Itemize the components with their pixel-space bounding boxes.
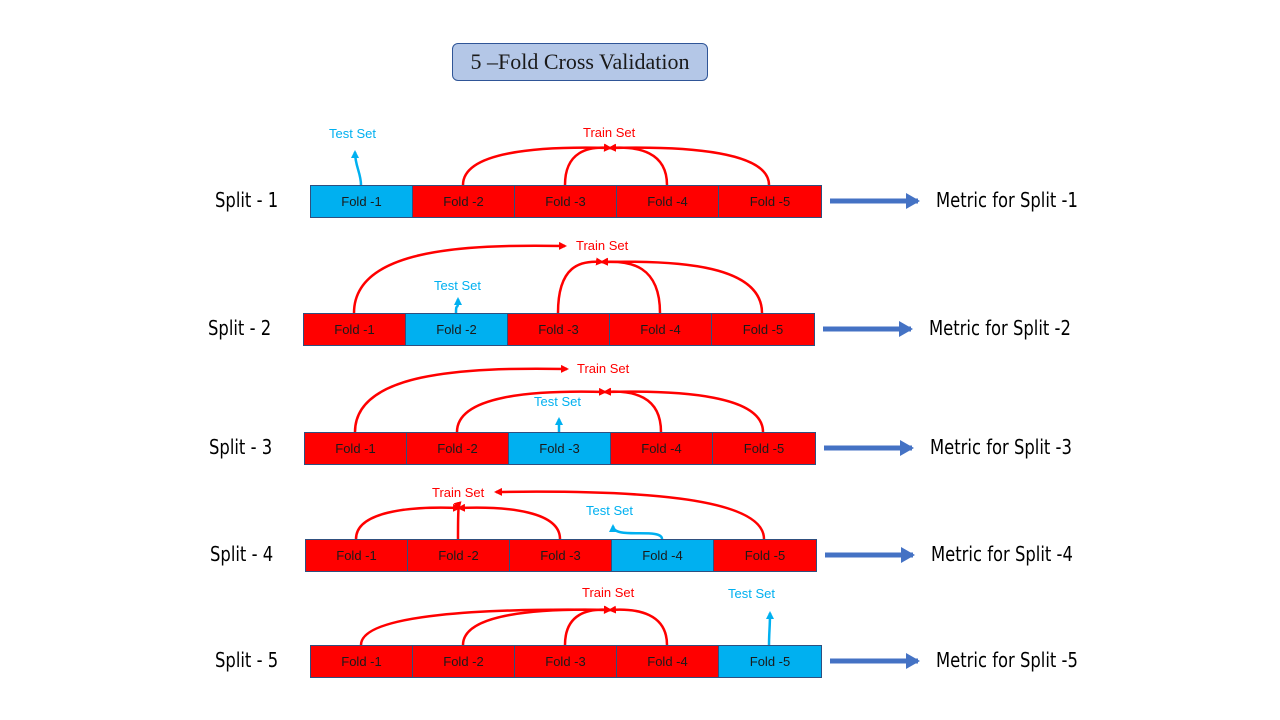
- fold-cell-train: Fold -5: [713, 433, 815, 464]
- fold-cell-train: Fold -4: [611, 433, 713, 464]
- train-set-arrow: [353, 364, 569, 433]
- fold-cell-test: Fold -4: [612, 540, 714, 571]
- fold-cell-test: Fold -2: [406, 314, 508, 345]
- split-label: Split - 4: [210, 542, 274, 566]
- train-set-arrow: [608, 143, 771, 186]
- fold-cell-test: Fold -5: [719, 646, 821, 677]
- fold-cell-train: Fold -3: [508, 314, 610, 345]
- fold-cell-train: Fold -3: [510, 540, 612, 571]
- train-set-arrow: [457, 503, 562, 540]
- train-set-arrow: [608, 605, 669, 646]
- train-set-arrow: [603, 387, 765, 433]
- diagram-title: 5 –Fold Cross Validation: [452, 43, 708, 81]
- train-set-arrow: [461, 143, 612, 186]
- fold-cell-train: Fold -4: [610, 314, 712, 345]
- train-set-arrow: [461, 605, 612, 646]
- fold-cell-train: Fold -2: [408, 540, 510, 571]
- split-label: Split - 1: [215, 188, 279, 212]
- fold-cell-train: Fold -1: [305, 433, 407, 464]
- train-set-arrow: [455, 387, 607, 433]
- test-set-label: Test Set: [728, 586, 775, 601]
- fold-cell-test: Fold -1: [311, 186, 413, 217]
- train-set-arrow: [600, 257, 764, 314]
- fold-cell-train: Fold -1: [311, 646, 413, 677]
- fold-cell-train: Fold -2: [413, 646, 515, 677]
- metric-label: Metric for Split -1: [936, 188, 1078, 212]
- split-label: Split - 5: [215, 648, 279, 672]
- split-label: Split - 2: [208, 316, 272, 340]
- test-set-label: Test Set: [434, 278, 481, 293]
- train-set-arrow: [352, 241, 567, 314]
- fold-cell-train: Fold -4: [617, 646, 719, 677]
- metric-label: Metric for Split -2: [929, 316, 1071, 340]
- fold-cell-train: Fold -3: [515, 186, 617, 217]
- train-set-arrow: [608, 143, 669, 186]
- train-set-label: Train Set: [432, 485, 485, 500]
- train-set-arrow: [354, 503, 461, 540]
- train-set-arrow: [563, 605, 612, 646]
- train-set-label: Train Set: [583, 125, 636, 140]
- fold-cell-train: Fold -4: [617, 186, 719, 217]
- fold-cell-train: Fold -5: [712, 314, 814, 345]
- train-set-arrow: [600, 257, 662, 314]
- train-set-label: Train Set: [582, 585, 635, 600]
- fold-cell-train: Fold -2: [413, 186, 515, 217]
- test-set-arrow: [609, 524, 664, 540]
- train-set-arrow: [563, 143, 612, 186]
- test-set-label: Test Set: [586, 503, 633, 518]
- fold-cell-train: Fold -1: [304, 314, 406, 345]
- metric-label: Metric for Split -3: [930, 435, 1072, 459]
- metric-label: Metric for Split -4: [931, 542, 1073, 566]
- fold-cell-train: Fold -3: [515, 646, 617, 677]
- test-set-arrow: [765, 611, 774, 646]
- test-set-arrow: [351, 150, 363, 186]
- test-set-arrow: [453, 297, 462, 314]
- train-set-arrow: [359, 605, 612, 646]
- fold-cell-train: Fold -5: [719, 186, 821, 217]
- fold-cell-train: Fold -5: [714, 540, 816, 571]
- metric-label: Metric for Split -5: [936, 648, 1078, 672]
- train-set-arrow: [603, 387, 663, 433]
- train-set-label: Train Set: [576, 238, 629, 253]
- test-set-label: Test Set: [534, 394, 581, 409]
- split-label: Split - 3: [209, 435, 273, 459]
- train-set-arrow: [494, 487, 766, 540]
- train-set-label: Train Set: [577, 361, 630, 376]
- train-set-arrow: [556, 257, 604, 314]
- fold-cell-train: Fold -1: [306, 540, 408, 571]
- fold-cell-test: Fold -3: [509, 433, 611, 464]
- fold-cell-train: Fold -2: [407, 433, 509, 464]
- train-set-arrow: [453, 501, 462, 540]
- test-set-label: Test Set: [329, 126, 376, 141]
